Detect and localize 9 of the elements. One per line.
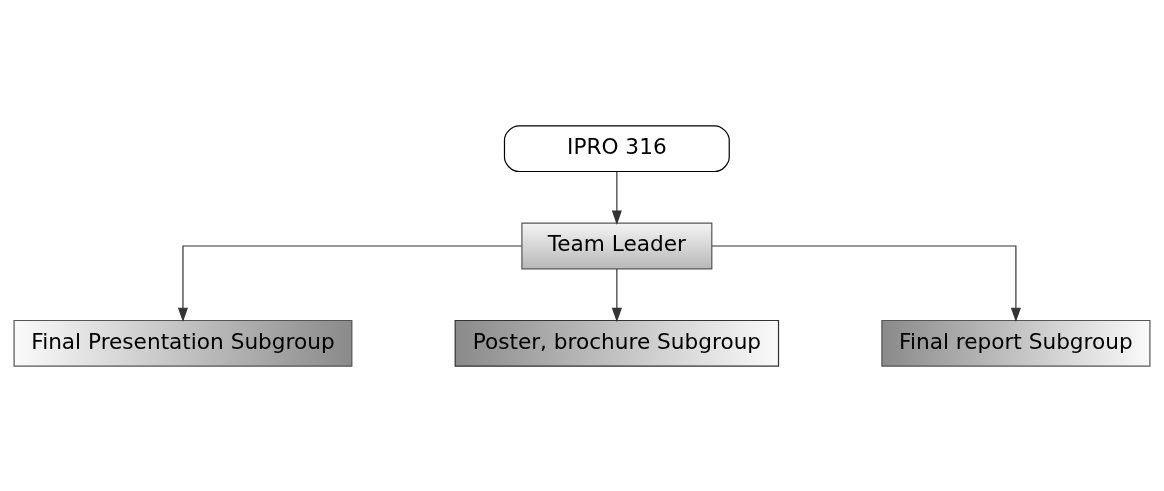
node-box: Team Leader (521, 222, 713, 269)
node-box: Final Presentation Subgroup (13, 319, 353, 367)
node-box: IPRO 316 (503, 124, 730, 172)
arrow (711, 244, 1021, 322)
arrow (611, 170, 622, 225)
node-box: Poster, brochure Subgroup (454, 319, 780, 367)
arrow (177, 244, 523, 322)
arrow (611, 267, 622, 322)
node-box: Final report Subgroup (881, 319, 1151, 367)
